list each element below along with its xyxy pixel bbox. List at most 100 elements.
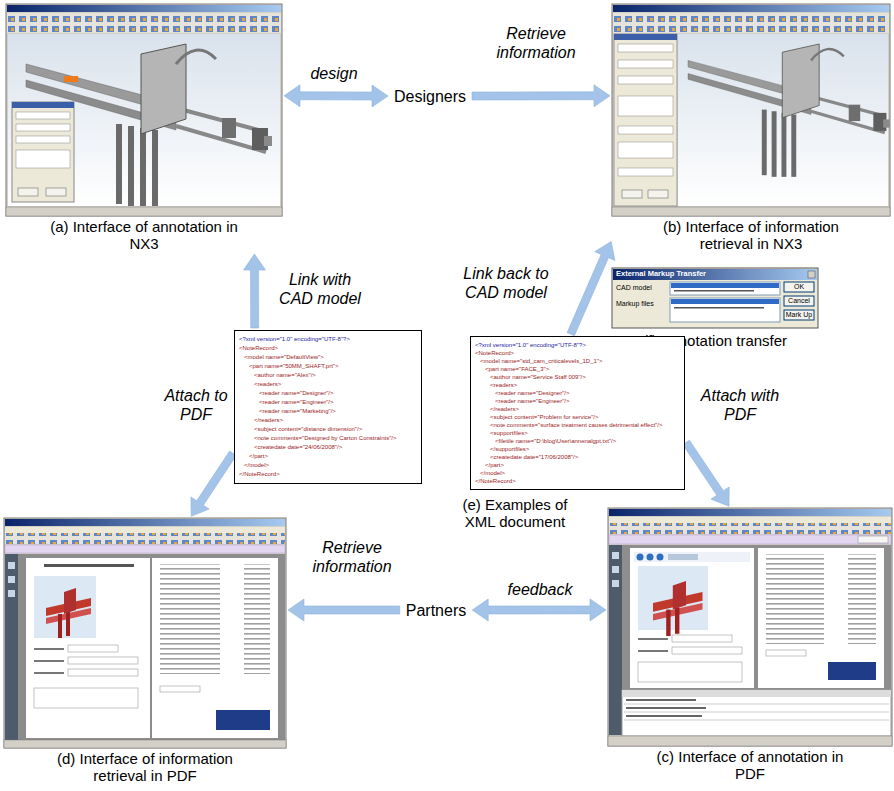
dialog-text: External Markup Transfer	[616, 269, 776, 279]
illustration-rect	[160, 686, 200, 692]
illustration-rect	[152, 558, 278, 738]
xml-line: <NoteRecord>	[239, 344, 278, 353]
edge-label: Retrieve information	[305, 538, 400, 576]
illustration-rect	[8, 576, 15, 583]
illustration-rect	[784, 310, 814, 320]
illustration-rect	[613, 5, 889, 12]
illustration-rect	[828, 662, 876, 680]
flow-arrow	[683, 440, 729, 506]
illustration-line	[624, 720, 889, 721]
illustration-rect	[613, 269, 817, 280]
illustration-rect	[622, 190, 642, 198]
illustration-rect	[618, 76, 673, 84]
illustration-rect	[766, 650, 806, 656]
illustration-use	[46, 588, 91, 638]
illustration-rect	[613, 13, 889, 33]
illustration-rect	[216, 710, 270, 730]
illustration-rect	[34, 576, 96, 638]
illustration-rect	[16, 112, 70, 119]
illustration-rect	[12, 102, 74, 108]
illustration-rect	[68, 645, 118, 652]
illustration-rect	[622, 690, 891, 697]
illustration-rect	[8, 34, 280, 206]
illustration-rect	[609, 517, 891, 523]
edge-label: Link back to CAD model	[454, 264, 559, 302]
actor-label: Partners	[406, 601, 466, 620]
xml-line: <part name="FACE_3">	[475, 365, 549, 373]
xml-line: <filetile name="D:\blog\User\annenalgpt.…	[475, 437, 616, 445]
xml-line: <createdate date="17/06/2008"/>	[475, 453, 578, 461]
illustration-rect	[16, 136, 70, 143]
illustration-rect	[618, 60, 673, 68]
illustration-line	[624, 704, 889, 705]
cad-screenshot: (a) Interface of annotation in NX3	[6, 4, 282, 252]
xml-line: <readers>	[475, 381, 517, 389]
xml-line: </NoteRecord>	[475, 477, 516, 485]
xml-line: </model>	[475, 469, 505, 477]
illustration-rect	[612, 4, 890, 216]
illustration-rect	[608, 736, 892, 746]
xml-line: </supportfiles>	[475, 445, 529, 453]
illustration-rect	[44, 564, 134, 567]
illustration-circle	[637, 554, 644, 561]
xml-line: <reader name="Marketing"/>	[239, 407, 336, 416]
pdf-screenshot: (d) Interface of information retrieval i…	[4, 518, 286, 784]
illustration-rect	[5, 519, 285, 526]
illustration-circle	[657, 554, 664, 561]
flow-arrow	[284, 85, 388, 107]
illustration-rect	[612, 566, 619, 573]
illustration-rect	[5, 527, 285, 533]
xml-line: <supportfiles>	[475, 429, 528, 437]
illustration-rect	[622, 690, 891, 736]
flow-arrow	[288, 599, 400, 621]
flow-arrow	[472, 85, 610, 107]
illustration-rect	[618, 142, 673, 158]
nx3-annotation-screenshot	[6, 4, 282, 216]
xml-line: <createdate date="24/06/2008"/>	[239, 443, 342, 452]
dialog-text: Cancel	[784, 296, 814, 306]
illustration-use	[688, 44, 890, 177]
illustration-rect	[68, 669, 138, 676]
illustration-rect	[758, 548, 884, 688]
illustration-rect	[784, 282, 814, 292]
illustration-rect	[638, 662, 742, 682]
xml-line: </readers>	[239, 416, 283, 425]
edge-label: feedback	[495, 580, 585, 599]
illustration-rect	[8, 590, 15, 597]
illustration-rect	[638, 650, 668, 652]
flow-arrow	[472, 599, 606, 621]
illustration-rect	[6, 4, 282, 216]
xml-line: <reader name="Engineer"/>	[239, 398, 333, 407]
edge-label: design	[294, 64, 374, 83]
xml-line: <part name="50MM_SHAFT.prt">	[239, 362, 338, 371]
illustration-rect	[68, 657, 138, 664]
illustration-rect	[609, 509, 891, 516]
illustration-rect	[634, 552, 750, 562]
illustration-rect	[808, 271, 815, 278]
illustration-rect	[638, 638, 668, 640]
illustration-rect	[7, 13, 281, 33]
nx3-retrieval-screenshot	[612, 4, 890, 216]
illustration-rect	[5, 554, 18, 740]
edge-label: Retrieve information	[489, 24, 584, 62]
illustration-rect	[612, 552, 619, 559]
illustration-rect	[4, 740, 286, 748]
xml-document: <?xml version="1.0" encoding="UTF-8"?><N…	[234, 330, 422, 484]
illustration-rect	[12, 102, 74, 202]
illustration-rect	[5, 533, 285, 544]
illustration-rect	[674, 290, 754, 292]
illustration-rect	[64, 76, 78, 82]
xml-line: <?xml version="1.0" encoding="UTF-8"?>	[239, 335, 350, 344]
flow-arrow	[567, 241, 615, 335]
flow-arrow	[191, 451, 236, 516]
xml-line: <subject content="distance dimension"/>	[239, 425, 362, 434]
illustration-rect	[18, 554, 285, 740]
xml-line: <note comments="surface treatment causes…	[475, 421, 662, 429]
dialog-text: CAD model	[616, 283, 668, 293]
xml-line: </readers>	[475, 405, 519, 413]
xml-line: <reader name="Designer"/>	[475, 389, 569, 397]
illustration-rect	[46, 188, 66, 196]
illustration-rect	[609, 523, 891, 534]
illustration-rect	[34, 648, 64, 650]
illustration-rect	[626, 707, 706, 709]
